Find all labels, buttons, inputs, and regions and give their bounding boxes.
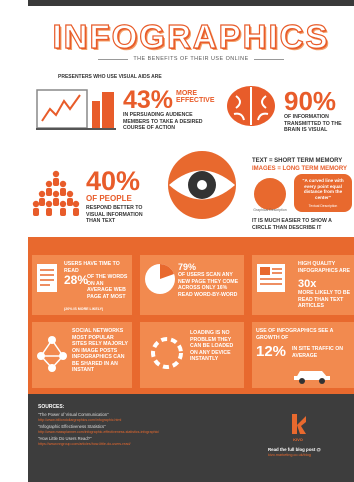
infographic-poster: INFOGRAPHICS THE BENEFITS OF THEIR USE O… — [28, 0, 354, 482]
cta-text: Read the full blog post @ — [268, 447, 321, 452]
source-link[interactable]: https://www.nngroup.com/articles/how-lit… — [38, 442, 131, 446]
pie-icon — [145, 264, 175, 294]
page-subtitle: THE BENEFITS OF THEIR USE ONLINE — [133, 56, 249, 62]
reading-value: 28% — [64, 273, 89, 287]
presenters-value: 43% — [123, 86, 174, 114]
brain-detail: OF INFORMATION TRANSMITTED TO THE BRAIN … — [284, 114, 342, 133]
traffic-value: 12% — [256, 343, 287, 360]
quote-text: "A curved line with every point equal di… — [302, 178, 344, 200]
traffic-card: USE OF INFOGRAPHICS SEE A GROWTH OF 12% … — [252, 322, 354, 388]
quality-card: HIGH QUALITY INFOGRAPHICS ARE 30x MORE L… — [252, 255, 354, 315]
sources-footer — [28, 394, 354, 482]
people-icon — [32, 170, 80, 216]
scan-detail: OF USERS SCAN ANY NEW PAGE THEY COME ACR… — [178, 272, 239, 298]
people-value: 40% — [86, 166, 141, 196]
document-icon — [37, 264, 57, 292]
source-title: "How Little Do Users Read?" — [38, 436, 92, 441]
car-icon — [294, 371, 330, 384]
reading-card: USERS HAVE TIME TO READ 28% OF THE WORDS… — [32, 255, 132, 315]
presenters-unit-line2: EFFECTIVE — [176, 97, 215, 105]
presenters-detail: IN PERSUADING AUDIENCE MEMBERS TO TAKE A… — [123, 112, 203, 131]
article-icon — [257, 264, 285, 292]
source-title: "The Power of Visual Communication" — [38, 412, 109, 417]
loading-icon — [151, 337, 183, 369]
page-title: INFOGRAPHICS — [52, 17, 330, 55]
presenters-unit: MORE EFFECTIVE — [176, 90, 215, 105]
reading-line2: OF THE WORDS ON AN AVERAGE WEB PAGE AT M… — [87, 274, 128, 300]
source-link[interactable]: http://www.billiondollargraphics.com/inf… — [38, 418, 122, 422]
quality-line2: MORE LIKELY TO BE READ THAN TEXT ARTICLE… — [298, 290, 351, 309]
subtitle-rule-right — [254, 59, 284, 60]
quote-box: "A curved line with every point equal di… — [294, 174, 352, 212]
loading-card: LOADING IS NO PROBLEM THEY CAN BE LOADED… — [140, 322, 244, 388]
memory-note: IT IS MUCH EASIER TO SHOW A CIRCLE THAN … — [252, 218, 332, 231]
social-text: SOCIAL NETWORKS MOST POPULAR SITES RELY … — [72, 328, 128, 373]
people-unit: OF PEOPLE — [86, 194, 132, 203]
social-card: SOCIAL NETWORKS MOST POPULAR SITES RELY … — [32, 322, 132, 388]
traffic-line2: IN SITE TRAFFIC ON AVERAGE — [292, 346, 344, 359]
brain-value: 90% — [284, 86, 337, 116]
top-bar — [28, 0, 354, 6]
quality-line1: HIGH QUALITY INFOGRAPHICS ARE — [298, 261, 350, 274]
graphic-caption: Graphical Description — [253, 208, 287, 212]
subtitle-rule-left — [98, 59, 128, 60]
memory-line1: TEXT = SHORT TERM MEMORY — [252, 158, 343, 164]
cta-link[interactable]: kivo.marketing.co.uk/blog — [268, 453, 311, 457]
scan-value: 79% — [178, 262, 197, 272]
graphic-circle — [254, 178, 286, 210]
chart-presentation-icon — [36, 89, 116, 130]
reading-line1: USERS HAVE TIME TO READ — [64, 261, 120, 274]
sources-heading: SOURCES: — [38, 404, 65, 410]
source-link[interactable]: http://www.massplanner.com/infographic-e… — [38, 430, 160, 434]
reading-note: (20% IS MORE LIKELY) — [64, 307, 104, 311]
quote-caption: Textual Description — [308, 204, 338, 208]
brain-icon — [227, 86, 275, 126]
network-icon — [37, 336, 67, 372]
quality-value: 30x — [298, 278, 317, 290]
presenters-unit-line1: MORE — [176, 90, 197, 97]
source-title: "Infographic Effectiveness Statistics" — [38, 424, 106, 429]
eye-icon — [168, 151, 236, 219]
traffic-line1: USE OF INFOGRAPHICS SEE A GROWTH OF — [256, 328, 334, 341]
brand-name: KIVO — [293, 437, 303, 442]
kivo-logo-icon — [292, 414, 306, 434]
memory-line2: IMAGES = LONG TERM MEMORY — [252, 166, 347, 172]
people-detail: RESPOND BETTER TO VISUAL INFORMATION THA… — [86, 205, 143, 224]
scan-card: 79% OF USERS SCAN ANY NEW PAGE THEY COME… — [140, 255, 244, 315]
presenters-intro: PRESENTERS WHO USE VISUAL AIDS ARE — [58, 74, 162, 80]
loading-text: LOADING IS NO PROBLEM THEY CAN BE LOADED… — [190, 330, 234, 362]
